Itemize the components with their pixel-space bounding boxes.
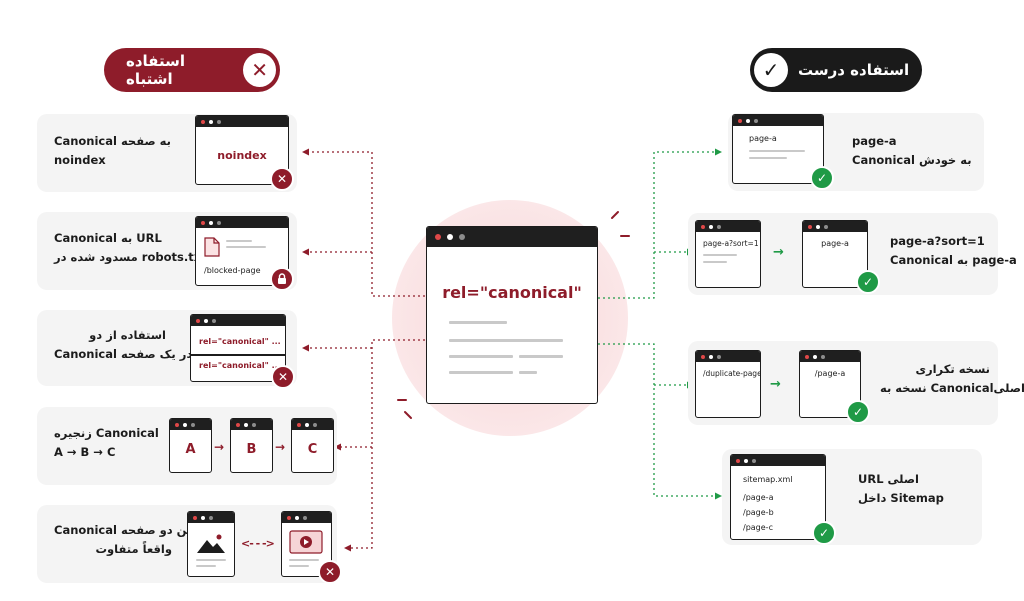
- image-page-window: [187, 511, 235, 577]
- noindex-window-text: noindex: [217, 149, 267, 162]
- image-icon: [197, 534, 225, 553]
- two-canonical-text: استفاده از دو Canonical در یک صفحه: [54, 328, 193, 361]
- redirect-arrow: →: [773, 245, 784, 260]
- wrong-usage-header: استفاده اشتباه ✕: [104, 48, 280, 92]
- chain-arrow: →: [214, 440, 225, 454]
- correct-connectors: [598, 151, 716, 497]
- canonical-tag-text: rel="canonical": [442, 283, 582, 302]
- correct-usage-label: استفاده درست: [798, 61, 910, 79]
- close-icon: ✕: [243, 53, 276, 87]
- correct-usage-header: ✓ استفاده درست: [750, 48, 922, 92]
- chain-window-c: C: [291, 418, 334, 473]
- sort-canonical-text: page-a?sort=1 Canonical به page-a: [890, 234, 1017, 267]
- redirect-arrow: →: [770, 377, 781, 392]
- canonical-line-2: rel="canonical" ...: [199, 361, 281, 370]
- check-icon: ✓: [754, 53, 788, 87]
- check-icon: ✓: [846, 400, 870, 424]
- lock-icon: [270, 267, 294, 291]
- different-text: Canonical بین دو صفحه واقعاً متفاوت: [54, 523, 197, 556]
- duplicate-page-window: /duplicate-page: [695, 350, 761, 418]
- chain-letter-a: A: [185, 442, 196, 457]
- check-icon: ✓: [812, 521, 836, 545]
- sitemap-title: sitemap.xml: [743, 475, 793, 484]
- center-canonical-window: rel="canonical": [426, 226, 598, 404]
- correct-arrowheads: [687, 148, 722, 500]
- chain-window-b: B: [230, 418, 273, 473]
- wrong-connectors: [308, 151, 425, 549]
- sitemap-item: /page-a: [743, 493, 774, 502]
- check-icon: ✓: [856, 270, 880, 294]
- two-canonical-window: rel="canonical" ... rel="canonical" ...: [190, 314, 286, 382]
- page-a-window-text: page-a: [749, 134, 777, 143]
- robots-text: Canonical به URL مسدود شده در robots.txt: [54, 231, 207, 264]
- close-icon: ✕: [270, 167, 294, 191]
- sitemap-window: sitemap.xml /page-a /page-b /page-c: [730, 454, 826, 540]
- original-page-text: /page-a: [814, 369, 846, 378]
- check-icon: ✓: [810, 166, 834, 190]
- canonical-line-1: rel="canonical" ...: [199, 337, 281, 346]
- file-icon: [204, 237, 220, 257]
- wrong-usage-label: استفاده اشتباه: [126, 52, 185, 88]
- bidirectional-arrow: <- - ->: [241, 537, 275, 550]
- close-icon: ✕: [271, 365, 295, 389]
- chain-letter-b: B: [246, 442, 257, 457]
- sitemap-item: /page-b: [743, 508, 774, 517]
- noindex-text: Canonical به صفحه noindex: [54, 134, 171, 167]
- wrong-arrowheads: [302, 148, 351, 552]
- duplicate-canonical-text: نسخه تکراری نسخه به Canonicalاصلی: [880, 362, 1024, 395]
- self-canonical-text: page-a Canonical به خودش: [852, 134, 972, 167]
- video-page-window: [281, 511, 332, 577]
- chain-arrow: →: [275, 440, 286, 454]
- chain-letter-c: C: [307, 442, 318, 457]
- chain-text: زنجیره Canonical A → B → C: [54, 426, 159, 459]
- sitemap-item: /page-c: [743, 523, 773, 532]
- sparkle-marks: [397, 211, 630, 419]
- sorted-page-window: page-a?sort=1: [695, 220, 761, 288]
- sorted-page-text: page-a?sort=1: [703, 239, 759, 248]
- chain-window-a: A: [169, 418, 212, 473]
- play-icon: [289, 530, 323, 554]
- sitemap-canonical-text: URL اصلی داخل Sitemap: [858, 472, 944, 505]
- blocked-page-text: /blocked-page: [204, 266, 261, 275]
- close-icon: ✕: [318, 560, 342, 584]
- duplicate-page-text: /duplicate-page: [703, 369, 761, 378]
- page-a-window: page-a: [732, 114, 824, 184]
- canonical-page-text: page-a: [821, 239, 849, 248]
